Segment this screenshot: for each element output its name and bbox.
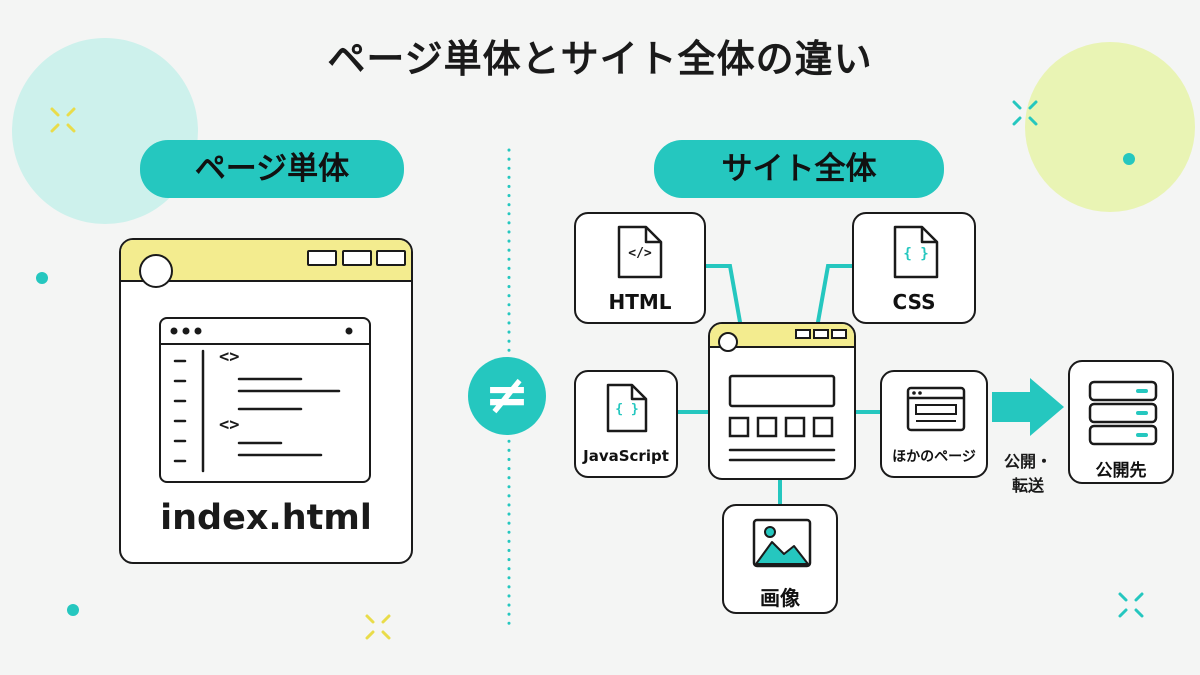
image-label: 画像 xyxy=(760,586,800,610)
browser-circle-icon xyxy=(139,254,173,288)
code-lines xyxy=(173,349,341,473)
sparkle-icon xyxy=(50,107,76,133)
whole-site-heading: サイト全体 xyxy=(654,140,944,198)
image-icon xyxy=(752,518,812,568)
window-controls xyxy=(795,329,847,339)
window-control-icon xyxy=(376,250,406,266)
browser-window-icon xyxy=(906,386,966,432)
destination-label: 公開先 xyxy=(1095,461,1147,481)
css-file-node: { } CSS xyxy=(852,212,976,324)
page-layout-icon xyxy=(728,374,836,462)
publish-transfer-label: 公開・ 転送 xyxy=(990,450,1066,498)
javascript-file-node: { } JavaScript xyxy=(574,370,678,478)
editor-dots xyxy=(170,327,353,335)
code-tag-glyph: <> xyxy=(219,347,240,367)
window-control-icon xyxy=(342,250,372,266)
decor-dot xyxy=(67,604,79,616)
code-tag-glyph: <> xyxy=(219,415,240,435)
html-tag-glyph: </> xyxy=(628,246,652,261)
js-brace-glyph: { } xyxy=(615,402,639,417)
browser-window-icon: <> <> index.html xyxy=(119,238,413,564)
file-icon xyxy=(893,225,939,279)
html-label: HTML xyxy=(608,290,672,314)
javascript-label: JavaScript xyxy=(583,447,669,465)
not-equal-badge: ≠ xyxy=(468,357,546,435)
server-icon xyxy=(1088,380,1158,446)
window-control-icon xyxy=(307,250,337,266)
filename-label: index.html xyxy=(160,498,372,538)
sparkle-icon xyxy=(1118,592,1144,618)
sparkle-icon xyxy=(1012,100,1038,126)
transfer-label: 転送 xyxy=(1011,476,1044,495)
arrow-right-icon xyxy=(992,378,1064,436)
single-page-heading: ページ単体 xyxy=(140,140,404,198)
other-pages-label: ほかのページ xyxy=(892,449,976,465)
sparkle-icon xyxy=(365,614,391,640)
browser-window-icon xyxy=(708,322,856,480)
publish-label: 公開・ xyxy=(1003,452,1052,471)
html-file-node: </> HTML xyxy=(574,212,706,324)
browser-circle-icon xyxy=(718,332,738,352)
file-icon xyxy=(606,383,648,433)
css-label: CSS xyxy=(892,290,936,314)
lime-background-circle xyxy=(1025,42,1195,212)
image-node: 画像 xyxy=(722,504,838,614)
code-editor-icon: <> <> xyxy=(159,317,371,483)
editor-header xyxy=(161,319,369,345)
css-brace-glyph: { } xyxy=(903,246,929,262)
other-pages-node: ほかのページ xyxy=(880,370,988,478)
page-title: ページ単体とサイト全体の違い xyxy=(327,37,873,81)
decor-dot xyxy=(36,272,48,284)
destination-node: 公開先 xyxy=(1068,360,1174,484)
file-icon xyxy=(617,225,663,279)
decor-dot xyxy=(1123,153,1135,165)
